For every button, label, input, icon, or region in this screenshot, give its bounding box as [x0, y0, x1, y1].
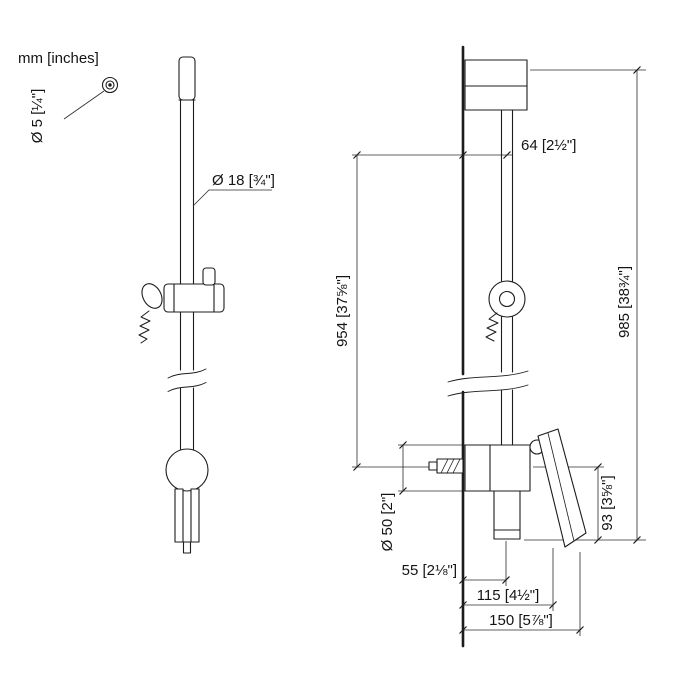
- slider-side-ring: [488, 280, 526, 318]
- pin-leader-line: [63, 90, 105, 120]
- rail-top-cap: [178, 56, 196, 101]
- label-rail-length: 954 [37⅝"]: [334, 275, 351, 347]
- slider-body-caps: [173, 283, 215, 313]
- fork-prong-left: [174, 488, 184, 543]
- handle-ridge: [547, 432, 575, 542]
- dimension-lines: [352, 66, 646, 636]
- elbow-circle: [165, 448, 209, 492]
- label-wall-to-handle-tip: 150 [5⅞"]: [489, 612, 553, 629]
- inlet-stub-thread-hatch: [440, 458, 461, 474]
- units-note: mm [inches]: [18, 50, 99, 67]
- rail-body-lower: [179, 311, 195, 451]
- dimension-ticks: [353, 66, 641, 634]
- hose-spring-side: [485, 312, 499, 342]
- slider-side-hub: [498, 290, 516, 308]
- label-wall-to-outlet: 55 [2⅛"]: [402, 562, 457, 579]
- break-line-front-2: [167, 382, 207, 392]
- pin-center-dot: [108, 83, 112, 87]
- valve-body: [464, 444, 531, 492]
- hose-spring-front: [138, 310, 151, 344]
- flange-base: [464, 85, 528, 111]
- fork-prong-right: [190, 488, 200, 543]
- label-wall-to-handle: 115 [4½"]: [477, 587, 540, 604]
- break-line-side-2: [447, 384, 529, 397]
- front-view: [63, 56, 272, 554]
- side-view: [428, 45, 587, 648]
- rail-body-upper: [179, 99, 195, 285]
- slider-knob: [202, 267, 216, 286]
- label-overall-height: 985 [38¾"]: [616, 266, 633, 338]
- break-line-side-1: [447, 370, 529, 383]
- label-pin-diameter: Ø 5 [¼"]: [29, 89, 46, 144]
- label-wall-to-rail: 64 [2½"]: [521, 137, 576, 154]
- handshower-holder-cup: [141, 283, 163, 309]
- rail-diameter-leader: [192, 189, 272, 207]
- pin-outer-circle: [101, 76, 119, 94]
- pin-inner-circle: [105, 80, 115, 90]
- labels: mm [inches] Ø 5 [¼"] Ø 18 [¾"] 64 [2½"] …: [18, 50, 633, 629]
- rail-side: [500, 109, 514, 446]
- label-valve-drop: 93 [3⅝"]: [599, 475, 616, 530]
- pin-symbol: [63, 76, 119, 120]
- slider-body: [163, 283, 225, 313]
- handle-lever: [537, 428, 587, 548]
- fork-pin: [182, 541, 192, 554]
- inlet-stub-tip: [428, 461, 438, 471]
- label-rail-diameter: Ø 18 [¾"]: [212, 172, 275, 189]
- label-escutcheon-diameter: Ø 50 [2"]: [379, 493, 396, 552]
- outlet-body: [493, 490, 521, 540]
- inlet-stub: [428, 458, 464, 474]
- flange-cap: [464, 59, 528, 87]
- break-line-front-1: [167, 368, 207, 379]
